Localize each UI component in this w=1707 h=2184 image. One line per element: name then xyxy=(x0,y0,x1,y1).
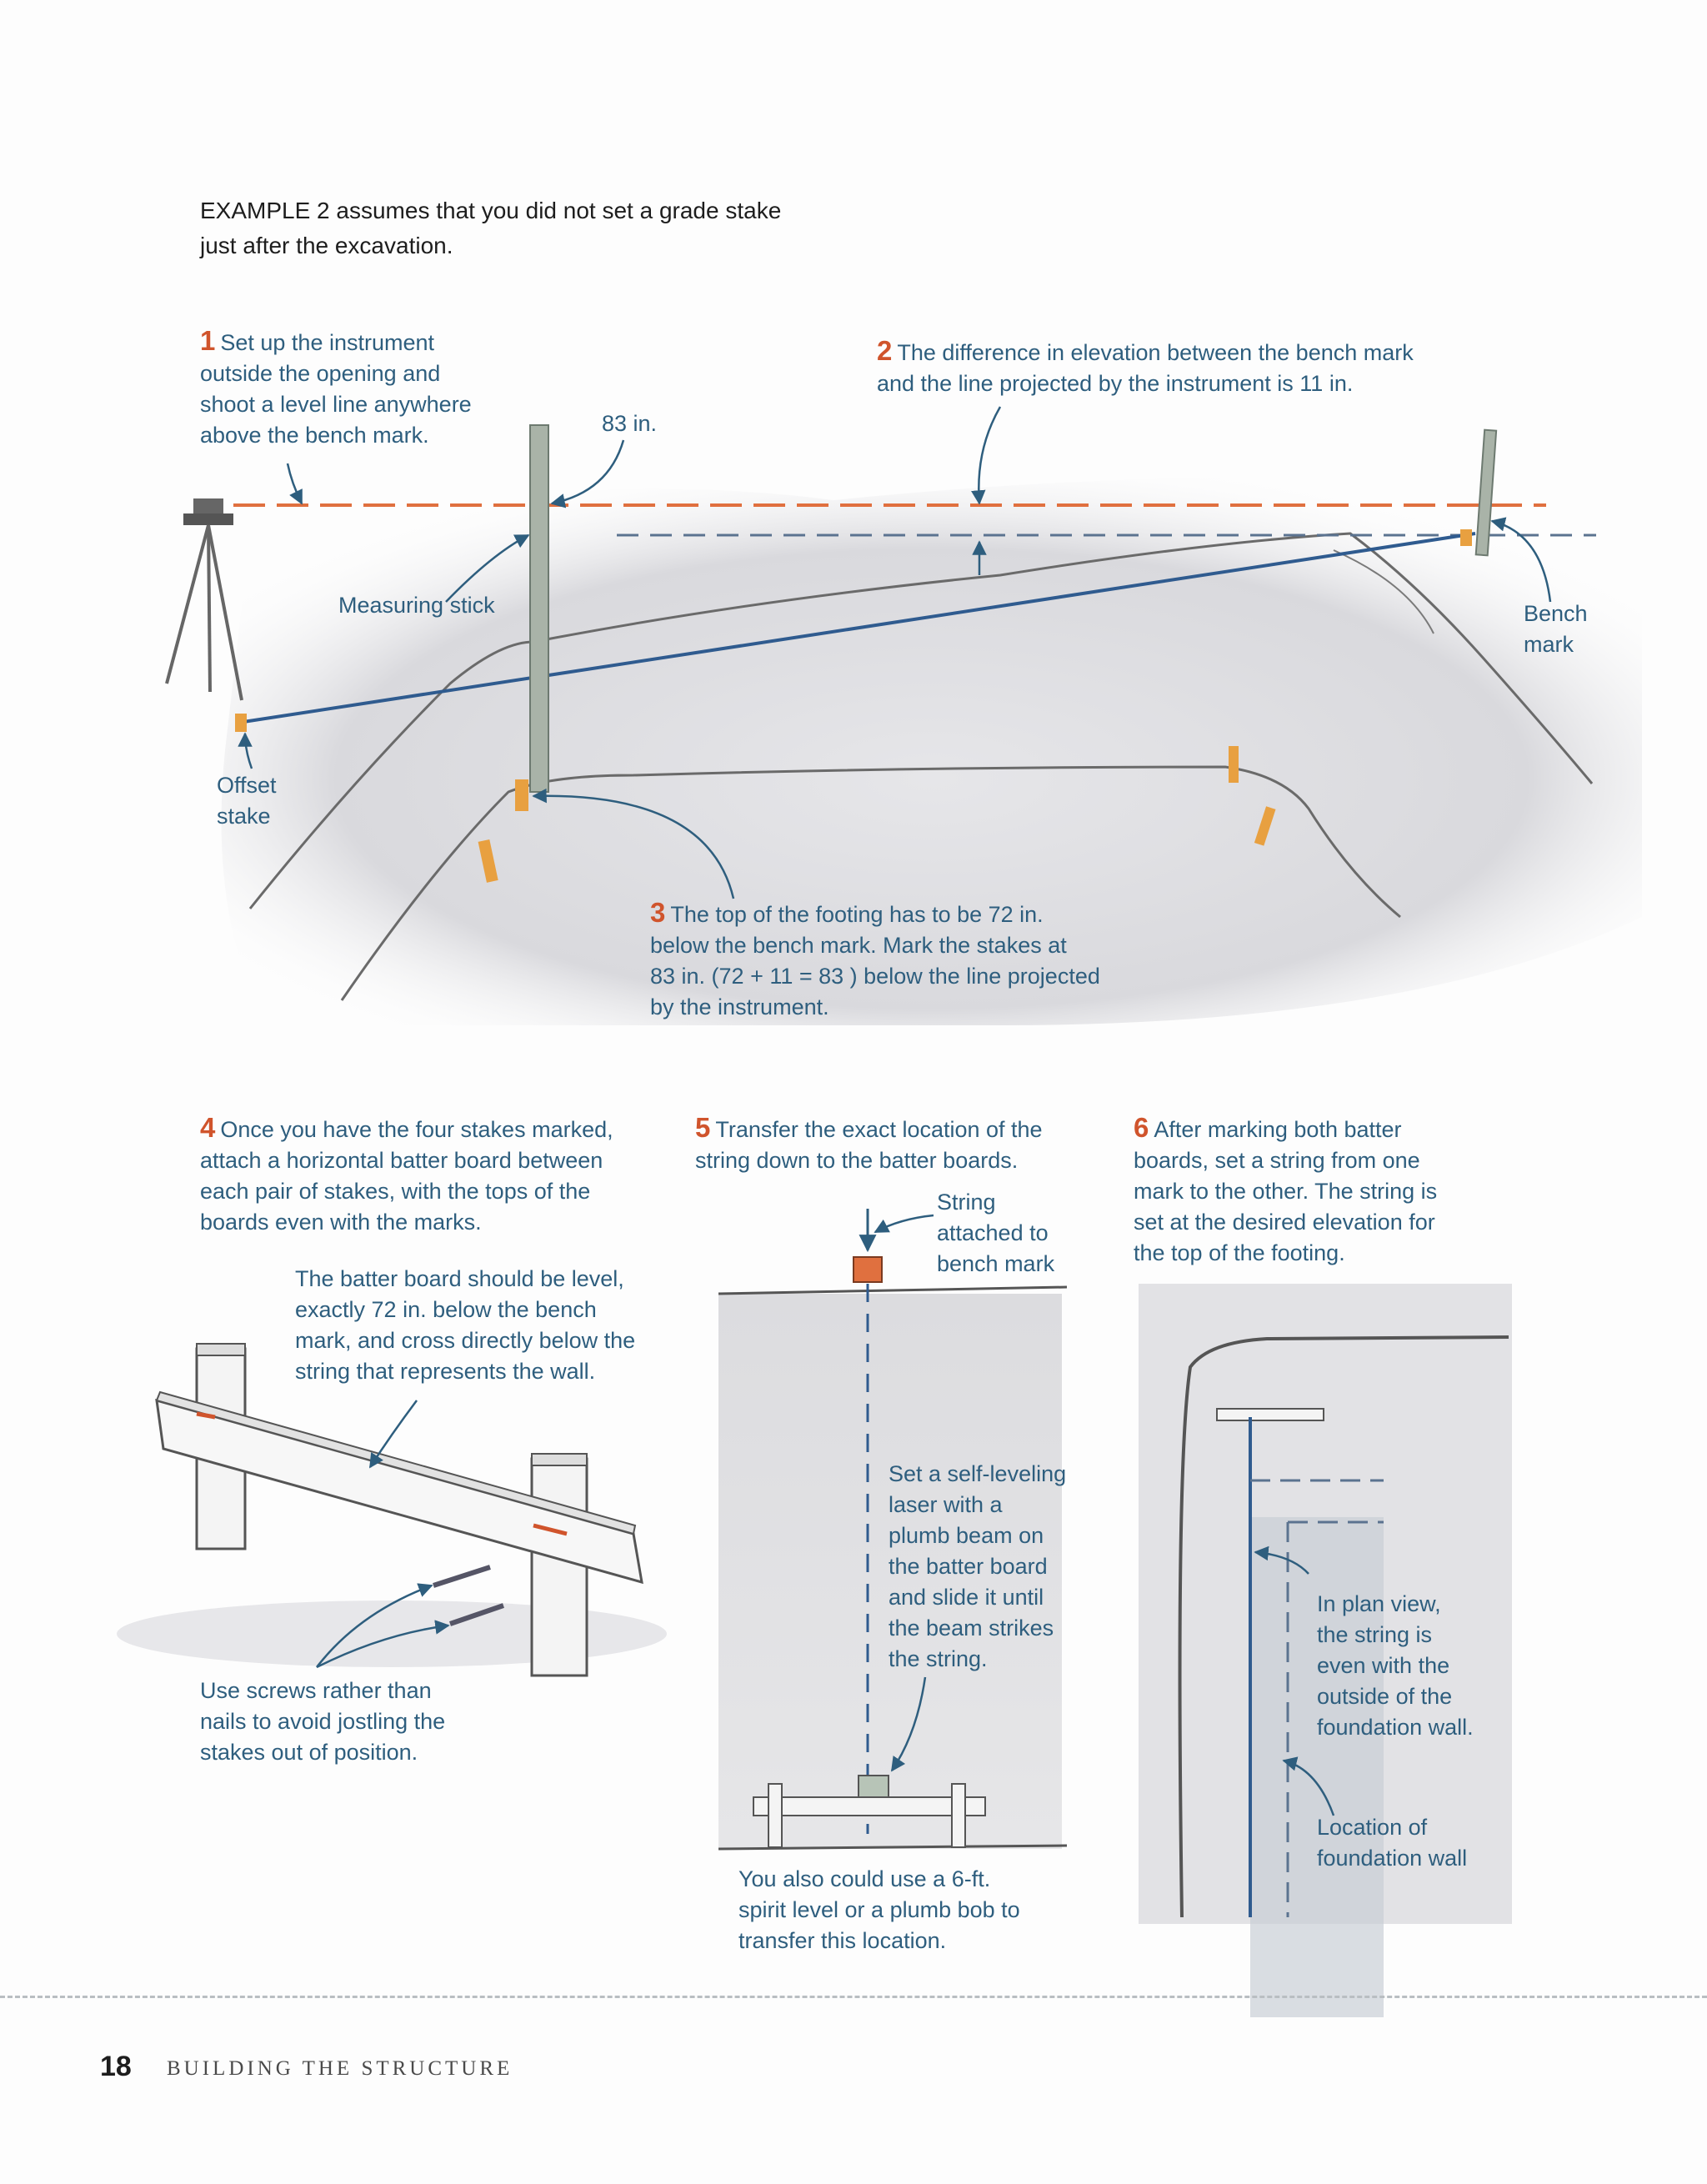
label-line: even with the xyxy=(1317,1653,1449,1678)
measuring-stick xyxy=(530,425,548,792)
caption-line: string down to the batter boards. xyxy=(695,1148,1018,1173)
batter-board-drawing xyxy=(117,1344,667,1676)
caption-line: mark to the other. The string is xyxy=(1134,1179,1437,1204)
caption-line: Once you have the four stakes marked, xyxy=(220,1117,613,1142)
caption-line: outside the opening and xyxy=(200,361,440,386)
step-number: 3 xyxy=(650,897,665,928)
caption-line: Set up the instrument xyxy=(220,330,434,355)
step-number: 5 xyxy=(695,1112,710,1143)
label-line: Set a self-leveling xyxy=(889,1461,1066,1486)
caption-line: by the instrument. xyxy=(650,994,829,1019)
label-line: stake xyxy=(217,804,271,829)
caption-line: set at the desired elevation for xyxy=(1134,1210,1435,1235)
step-6-caption: 6After marking both batter boards, set a… xyxy=(1134,1112,1500,1269)
caption-line: each pair of stakes, with the tops of th… xyxy=(200,1179,590,1204)
caption-line: Transfer the exact location of the xyxy=(715,1117,1042,1142)
intro-line: just after the excavation. xyxy=(200,228,833,263)
label-line: outside of the xyxy=(1317,1684,1452,1709)
label-line: nails to avoid jostling the xyxy=(200,1709,445,1734)
page-number: 18 xyxy=(100,2051,132,2083)
running-head: BUILDING THE STRUCTURE xyxy=(167,2057,513,2081)
caption-line: attach a horizontal batter board between xyxy=(200,1148,603,1173)
label-spirit-level: You also could use a 6-ft. spirit level … xyxy=(738,1864,1105,1956)
label-line: Location of xyxy=(1317,1815,1427,1840)
label-measuring-stick: Measuring stick xyxy=(338,590,495,621)
caption-line: After marking both batter xyxy=(1154,1117,1401,1142)
label-string-attached: String attached to bench mark xyxy=(937,1187,1054,1280)
label-offset-stake: Offset stake xyxy=(217,770,277,832)
label-plan-view: In plan view, the string is even with th… xyxy=(1317,1589,1500,1743)
stake xyxy=(515,779,528,811)
offset-stake-mark xyxy=(235,714,247,732)
step-number: 2 xyxy=(877,335,892,366)
transit-instrument xyxy=(167,498,242,700)
step-number: 6 xyxy=(1134,1112,1149,1143)
label-line: laser with a xyxy=(889,1492,1003,1517)
intro-line: EXAMPLE 2 assumes that you did not set a… xyxy=(200,193,833,228)
step-number: 4 xyxy=(200,1112,215,1143)
label-line: plumb beam on xyxy=(889,1523,1044,1548)
caption-line: The top of the footing has to be 72 in. xyxy=(670,902,1043,927)
label-screws: Use screws rather than nails to avoid jo… xyxy=(200,1676,533,1768)
label-line: String xyxy=(937,1190,996,1215)
caption-line: above the bench mark. xyxy=(200,423,429,448)
label-line: bench mark xyxy=(937,1251,1054,1276)
stake xyxy=(1460,529,1472,546)
label-bench-mark: Bench mark xyxy=(1524,599,1588,660)
label-line: stakes out of position. xyxy=(200,1740,418,1765)
label-batter-level: The batter board should be level, exactl… xyxy=(295,1264,678,1387)
caption-line: and the line projected by the instrument… xyxy=(877,371,1353,396)
intro-paragraph: EXAMPLE 2 assumes that you did not set a… xyxy=(200,193,833,263)
caption-line: below the bench mark. Mark the stakes at xyxy=(650,933,1067,958)
caption-line: boards even with the marks. xyxy=(200,1210,482,1235)
label-line: mark xyxy=(1524,632,1574,657)
label-line: transfer this location. xyxy=(738,1928,946,1953)
label-line: You also could use a 6-ft. xyxy=(738,1866,990,1891)
label-line: exactly 72 in. below the bench xyxy=(295,1297,597,1322)
caption-line: boards, set a string from one xyxy=(1134,1148,1420,1173)
label-line: Bench xyxy=(1524,601,1588,626)
label-line: Offset xyxy=(217,773,277,798)
label-line: and slide it until xyxy=(889,1585,1044,1610)
leader-arrow-string xyxy=(875,1215,934,1232)
label-line: spirit level or a plumb bob to xyxy=(738,1897,1020,1922)
label-line: foundation wall. xyxy=(1317,1715,1474,1740)
caption-line: the top of the footing. xyxy=(1134,1240,1345,1265)
caption-line: The difference in elevation between the … xyxy=(897,340,1413,365)
caption-line: shoot a level line anywhere xyxy=(200,392,472,417)
label-line: the beam strikes xyxy=(889,1615,1054,1641)
label-line: attached to xyxy=(937,1220,1049,1245)
label-laser: Set a self-leveling laser with a plumb b… xyxy=(889,1459,1080,1675)
label-line: the string is xyxy=(1317,1622,1432,1647)
label-wall-location: Location of foundation wall xyxy=(1317,1812,1500,1874)
label-line: mark, and cross directly below the xyxy=(295,1328,635,1353)
label-line: Use screws rather than xyxy=(200,1678,432,1703)
label-line: the string. xyxy=(889,1646,988,1671)
label-line: the batter board xyxy=(889,1554,1048,1579)
label-line: In plan view, xyxy=(1317,1591,1441,1616)
label-line: The batter board should be level, xyxy=(295,1266,624,1291)
caption-line: 83 in. (72 + 11 = 83 ) below the line pr… xyxy=(650,964,1100,989)
leader-arrow-step1 xyxy=(288,463,302,503)
label-line: string that represents the wall. xyxy=(295,1359,595,1384)
stake xyxy=(1229,746,1239,783)
footer-divider xyxy=(0,1996,1707,1998)
step-number: 1 xyxy=(200,325,215,356)
label-83-inches: 83 in. xyxy=(602,408,657,439)
label-line: foundation wall xyxy=(1317,1846,1467,1871)
